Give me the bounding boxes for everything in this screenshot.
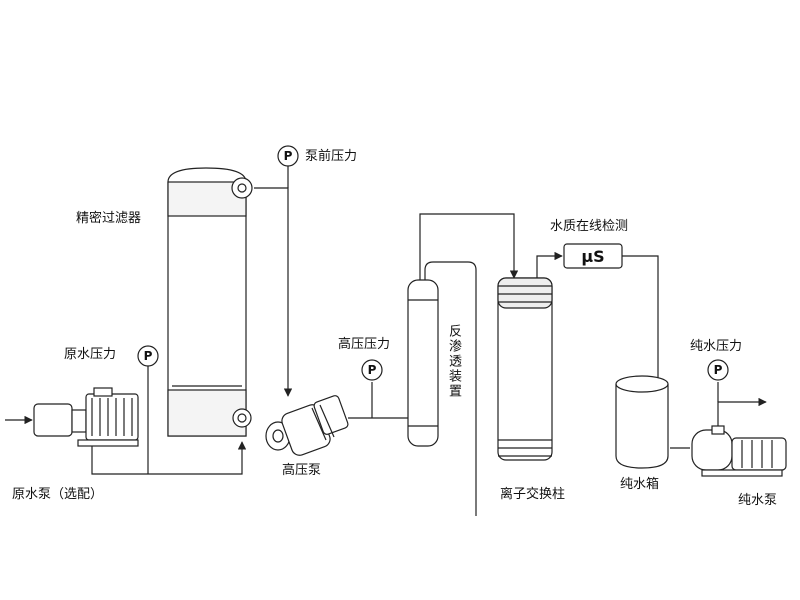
pressure-gauge-raw-water: P	[137, 345, 159, 367]
pure-water-pump	[691, 425, 787, 477]
ion-to-monitor-pipe	[536, 251, 563, 280]
pressure-gauge-high-pressure: P	[361, 359, 383, 381]
precision-filter	[167, 167, 253, 437]
raw-water-pump-label: 原水泵（选配）	[12, 487, 104, 502]
gauge-symbol: P	[144, 349, 153, 363]
pressure-gauge-pre-pump: P	[277, 145, 299, 167]
pure-pump-outlet-pipe	[717, 397, 767, 430]
conductivity-unit-text: μS	[581, 247, 604, 266]
ro-to-ion-pipe	[419, 213, 519, 282]
high-pressure-pump-label: 高压泵	[282, 463, 322, 478]
pure-water-tank	[615, 375, 669, 469]
reverse-osmosis-device	[407, 279, 439, 447]
ro-device-label: 反渗透装置	[446, 324, 461, 399]
high-pressure-pump	[265, 395, 349, 456]
ion-exchange-column	[497, 277, 553, 461]
precision-filter-label: 精密过滤器	[76, 211, 142, 226]
pure-water-pump-label: 纯水泵	[738, 493, 778, 508]
pure-water-pressure-label: 纯水压力	[690, 339, 743, 354]
raw-water-pressure-label: 原水压力	[64, 347, 117, 362]
high-pressure-label: 高压压力	[338, 337, 391, 352]
pipelines	[5, 166, 767, 516]
gauge-symbol: P	[714, 363, 723, 377]
pre-pump-pressure-label: 泵前压力	[305, 149, 358, 164]
pure-water-tank-label: 纯水箱	[620, 477, 660, 492]
raw-water-pump	[33, 387, 139, 447]
ion-exchange-label: 离子交换柱	[500, 487, 566, 502]
filter-to-pump-pipe	[254, 187, 293, 397]
gauge-symbol: P	[368, 363, 377, 377]
raw-pump-to-filter-pipe	[91, 440, 247, 475]
ro-drain-pipe	[424, 261, 477, 516]
water-quality-monitor-label: 水质在线检测	[550, 219, 629, 234]
pressure-gauge-pure-water: P	[707, 359, 729, 381]
monitor-to-tank-pipe	[622, 255, 663, 425]
conductivity-meter: μS	[563, 243, 623, 269]
gauge-symbol: P	[284, 149, 293, 163]
